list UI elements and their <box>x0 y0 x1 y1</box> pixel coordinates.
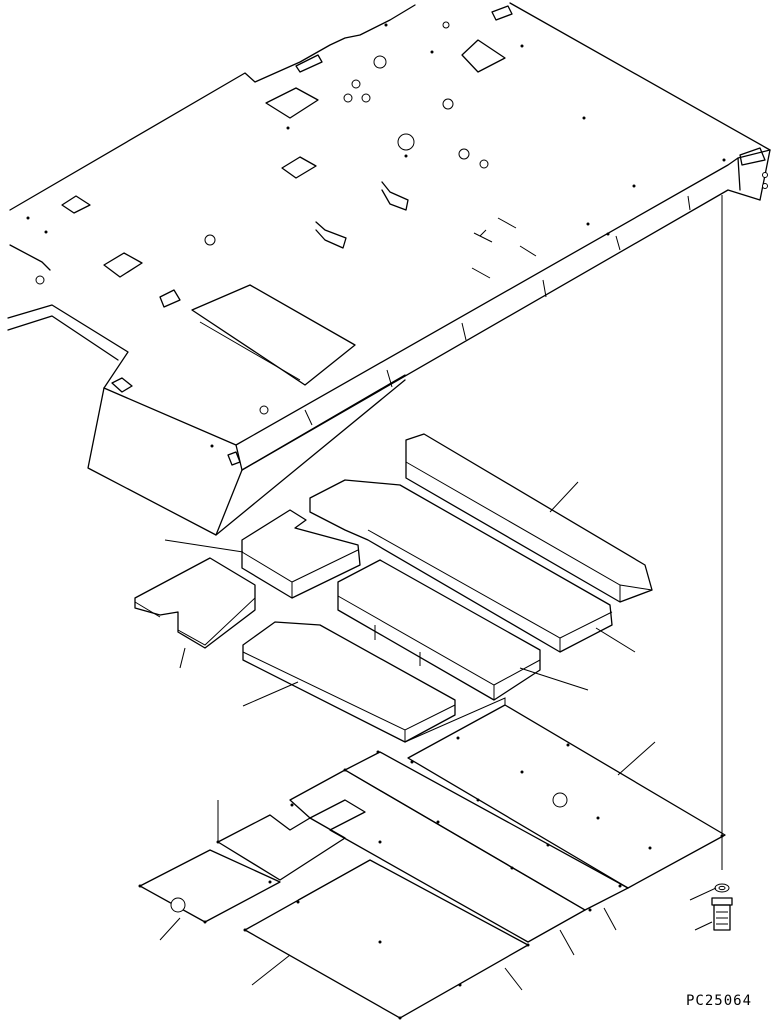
insulation-pads <box>134 433 653 743</box>
cover-plates <box>138 697 726 1020</box>
leader-lines <box>159 481 717 991</box>
upper-frame <box>7 2 771 536</box>
bolt-and-washer <box>711 883 733 931</box>
drawing-code: PC25064 <box>686 993 753 1009</box>
